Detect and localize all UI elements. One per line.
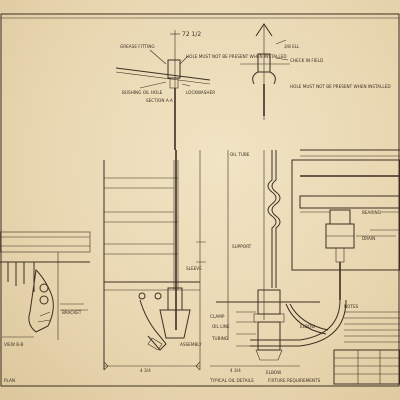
- tube-note-label: OIL TUBE: [230, 152, 250, 157]
- right-lower-assembly: [210, 150, 329, 367]
- sleeve-label: SLEEVE: [186, 266, 202, 271]
- bottom-right-caption: FIXTURE REQUIREMENTS: [268, 378, 321, 383]
- view-b-label: VIEW B-B: [4, 342, 23, 347]
- bearing-label: BEARING: [362, 210, 381, 215]
- hole-note-label: HOLE MUST NOT BE PRESENT WHEN INSTALLED: [186, 54, 287, 59]
- bottom-left-caption: PLAN: [4, 378, 15, 383]
- clamp-label: CLAMP: [210, 314, 225, 319]
- cross-note-label: CHECK IN FIELD: [290, 58, 323, 63]
- right-upper-detail: [240, 23, 290, 120]
- sheet-border: [0, 13, 400, 387]
- bottom-dim-label: 4 3/4: [140, 368, 151, 373]
- section-a-label: SECTION A-A: [146, 98, 173, 103]
- dim-top-label: 72 1/2: [182, 31, 201, 38]
- notes-block: [344, 311, 400, 343]
- elbow-label: ELBOW: [300, 324, 315, 329]
- elbow-top-label: 3/8 ELL: [284, 44, 300, 49]
- bushing-note-label: BUSHING OIL HOLE: [122, 90, 163, 95]
- side-note-label: HOLE MUST NOT BE PRESENT WHEN INSTALLED: [290, 84, 391, 89]
- oil-line-label: OIL LINE: [212, 324, 230, 329]
- centre-rod-assembly: [103, 150, 206, 371]
- bracket-label: BRACKET: [62, 310, 82, 315]
- notes-title: NOTES: [344, 304, 359, 309]
- bottom-dim2-label: 4 3/4: [230, 368, 241, 373]
- bottom-mid-caption: TYPICAL OIL DETAILS: [209, 378, 254, 383]
- upper-centre-detail: [115, 30, 211, 150]
- grease-fitting-label: GREASE FITTING: [120, 44, 155, 49]
- drain-label: DRAIN: [362, 236, 375, 241]
- machine-section: [250, 149, 400, 347]
- title-block: [333, 349, 400, 385]
- lower-elbow-label: ELBOW: [266, 370, 281, 375]
- support-label: SUPPORT: [232, 244, 252, 249]
- tubing-label: TUBING: [211, 336, 228, 341]
- left-bracket-view: [0, 231, 91, 340]
- assembly-label: ASSEMBLY: [180, 342, 202, 347]
- spring-note-label: LOCKWASHER: [186, 90, 215, 95]
